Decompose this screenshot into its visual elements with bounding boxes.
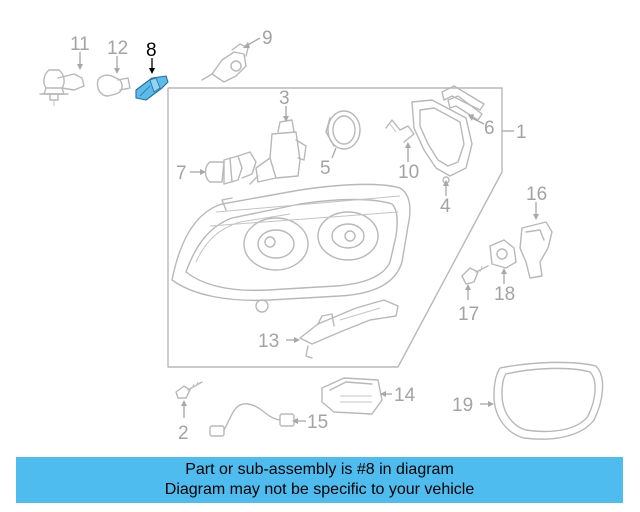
banner-line-1: Part or sub-assembly is #8 in diagram [185,461,454,478]
callout-4[interactable]: 4 [440,196,451,217]
part-12-wedge-bulb[interactable] [96,74,131,97]
part-9-hid-bulb[interactable] [201,43,249,83]
callout-12[interactable]: 12 [107,38,128,59]
banner-line-2: Diagram may not be specific to your vehi… [164,481,475,498]
part-7-bulb-socket[interactable] [204,151,257,185]
callout-3[interactable]: 3 [279,88,290,109]
callout-1[interactable]: 1 [516,122,527,143]
callout-6[interactable]: 6 [484,118,495,139]
callout-2[interactable]: 2 [178,423,189,444]
callout-13[interactable]: 13 [258,331,279,352]
part-6-seal[interactable] [441,85,485,121]
callout-18[interactable]: 18 [494,284,515,305]
callout-17[interactable]: 17 [458,304,479,325]
parts-diagram: 1 11 12 8 9 [39,28,604,444]
callout-10[interactable]: 10 [398,162,419,183]
callout-16[interactable]: 16 [526,184,547,205]
callout-14[interactable]: 14 [394,385,416,406]
assembly-frame [167,87,503,368]
part-11-bulb[interactable] [39,69,85,106]
part-18-grommet[interactable] [489,239,517,269]
part-17-bolt[interactable] [461,265,489,285]
callout-8[interactable]: 8 [146,40,157,61]
callout-5[interactable]: 5 [320,158,331,179]
info-banner: Part or sub-assembly is #8 in diagram Di… [16,457,623,503]
headlamp-assembly[interactable] [171,183,411,313]
leader-6 [471,117,485,125]
callout-9[interactable]: 9 [262,28,273,49]
part-14-ballast[interactable] [321,377,383,415]
part-8-socket[interactable] [135,75,169,101]
part-16-mount[interactable] [519,221,553,279]
part-4-bracket[interactable] [411,99,473,184]
callout-7[interactable]: 7 [176,163,187,184]
part-3-actuator[interactable] [249,119,307,185]
part-10-clip[interactable] [385,119,415,143]
part-5-cap[interactable] [325,110,361,150]
callout-11[interactable]: 11 [70,34,90,55]
part-13-level-bracket[interactable] [299,299,399,359]
part-15-harness[interactable] [209,403,295,437]
part-2-screw[interactable] [175,381,203,399]
callout-15[interactable]: 15 [307,412,328,433]
leader-5 [331,147,337,159]
callout-19[interactable]: 19 [452,395,473,416]
part-19-gasket[interactable] [493,361,604,440]
